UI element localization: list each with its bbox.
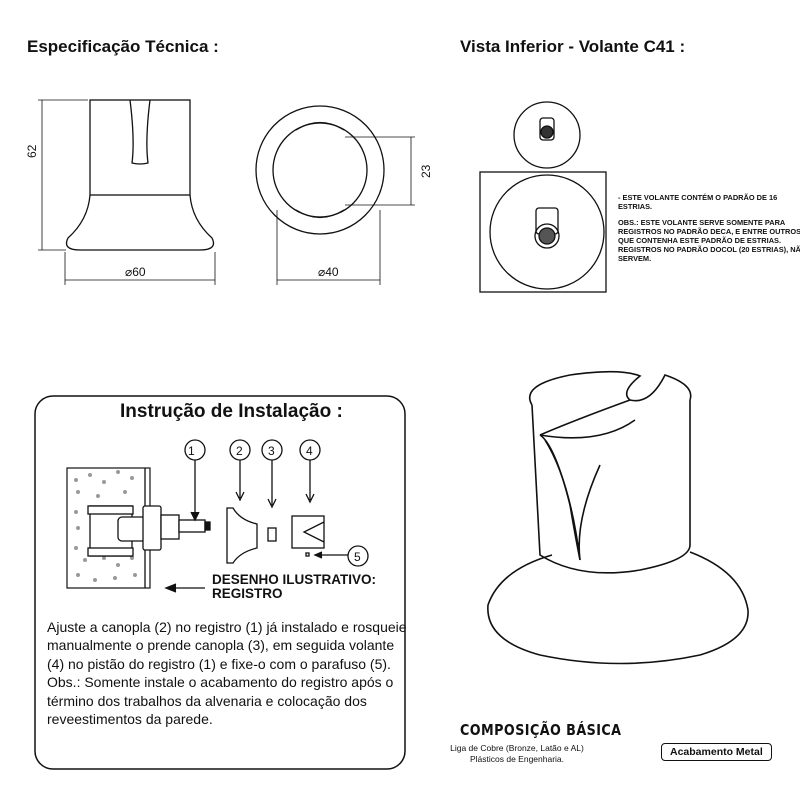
note-docol-standard: REGISTROS NO PADRÃO DOCOL (20 ESTRIAS), … (618, 245, 800, 263)
diagram-label-line-1: DESENHO ILUSTRATIVO: (212, 572, 377, 587)
composition-line-1: Liga de Cobre (Bronze, Latão e AL) (450, 743, 584, 753)
bottom-view-title: Vista Inferior - Volante C41 : (460, 37, 686, 56)
diagram-label-line-2: REGISTRO (212, 586, 283, 601)
handle-3d-drawing (487, 370, 749, 665)
groove-dimension: 23 (419, 164, 433, 178)
installation-diagram (66, 439, 369, 593)
callout-2: 2 (236, 444, 243, 458)
notes-block: - ESTE VOLANTE CONTÉM O PADRÃO DE 16 EST… (618, 193, 800, 263)
installation-title: Instrução de Instalação : (120, 401, 343, 422)
callout-1: 1 (188, 444, 195, 458)
height-dimension: 62 (25, 144, 39, 158)
composition-title: COMPOSIÇÃO BÁSICA (460, 721, 622, 739)
installation-box (34, 395, 406, 770)
top-view-drawing (255, 105, 415, 285)
front-view-drawing (38, 99, 216, 285)
installation-obs: Obs.: Somente instale o acabamento do re… (47, 674, 394, 728)
callout-3: 3 (268, 444, 275, 458)
base-diameter-dimension: ⌀60 (125, 265, 146, 279)
composition-line-2: Plásticos de Engenharia. (469, 754, 565, 764)
installation-instructions: Ajuste a canopla (2) no registro (1) já … (47, 618, 412, 728)
diagram-label: DESENHO ILUSTRATIVO: REGISTRO (212, 573, 376, 601)
spec-title: Especificação Técnica : (27, 37, 219, 56)
installation-steps: Ajuste a canopla (2) no registro (1) já … (47, 619, 407, 672)
callout-5: 5 (354, 550, 361, 564)
note-deca-standard: OBS.: ESTE VOLANTE SERVE SOMENTE PARA RE… (618, 218, 800, 245)
top-diameter-dimension: ⌀40 (318, 265, 339, 279)
note-16-splines: - ESTE VOLANTE CONTÉM O PADRÃO DE 16 EST… (618, 193, 778, 211)
callout-4: 4 (306, 444, 313, 458)
bottom-view-drawing (479, 101, 607, 293)
finish-badge: Acabamento Metal (661, 743, 772, 761)
